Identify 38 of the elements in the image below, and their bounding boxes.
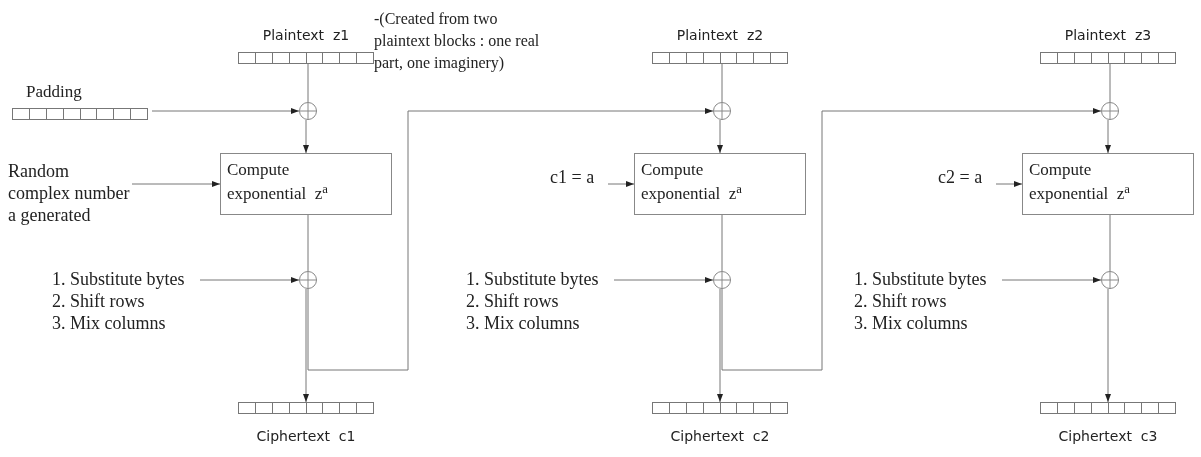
block-label: Ciphertext c1 — [256, 427, 356, 446]
block-label: Ciphertext c3 — [1058, 427, 1158, 446]
input-text: 3. Mix columns — [466, 312, 581, 334]
input-text: 1. Substitute bytes — [52, 268, 186, 290]
input-text: 1. Substitute bytes — [854, 268, 988, 290]
arrow — [303, 288, 309, 403]
arrow — [717, 288, 723, 403]
arrow — [721, 108, 1102, 371]
arrow — [303, 119, 309, 154]
process-box: Compute exponential z$^{a}$ — [220, 153, 392, 215]
arrow — [131, 181, 221, 187]
block-label: Ciphertext c2 — [670, 427, 770, 446]
input-text: c2 = a — [938, 166, 984, 188]
block-label: Plaintext z1 — [262, 26, 350, 45]
input-text: 3. Mix columns — [854, 312, 969, 334]
arrow — [199, 277, 300, 283]
input-text: 2. Shift rows — [854, 290, 948, 312]
arrow — [1105, 288, 1111, 403]
arrow — [717, 119, 723, 154]
block-label: Plaintext z3 — [1064, 26, 1152, 45]
arrow — [613, 277, 714, 283]
arrow — [307, 108, 714, 371]
arrow — [995, 181, 1023, 187]
block-label: Plaintext z2 — [676, 26, 764, 45]
input-text: 2. Shift rows — [466, 290, 560, 312]
note-text: -(Created from two plaintext blocks : one real part, one imaginery) — [374, 9, 541, 74]
arrow — [151, 108, 300, 114]
input-text: c1 = a — [550, 166, 596, 188]
process-box: Compute exponential z$^{a}$ — [634, 153, 806, 215]
arrow — [1001, 277, 1102, 283]
process-box: Compute exponential z$^{a}$ — [1022, 153, 1194, 215]
arrow — [1105, 119, 1111, 154]
input-text: 2. Shift rows — [52, 290, 146, 312]
input-text: 1. Substitute bytes — [466, 268, 600, 290]
block-label: Padding — [26, 82, 82, 102]
input-text: Random complex number a generated — [8, 160, 131, 226]
input-text: 3. Mix columns — [52, 312, 167, 334]
arrow — [607, 181, 635, 187]
